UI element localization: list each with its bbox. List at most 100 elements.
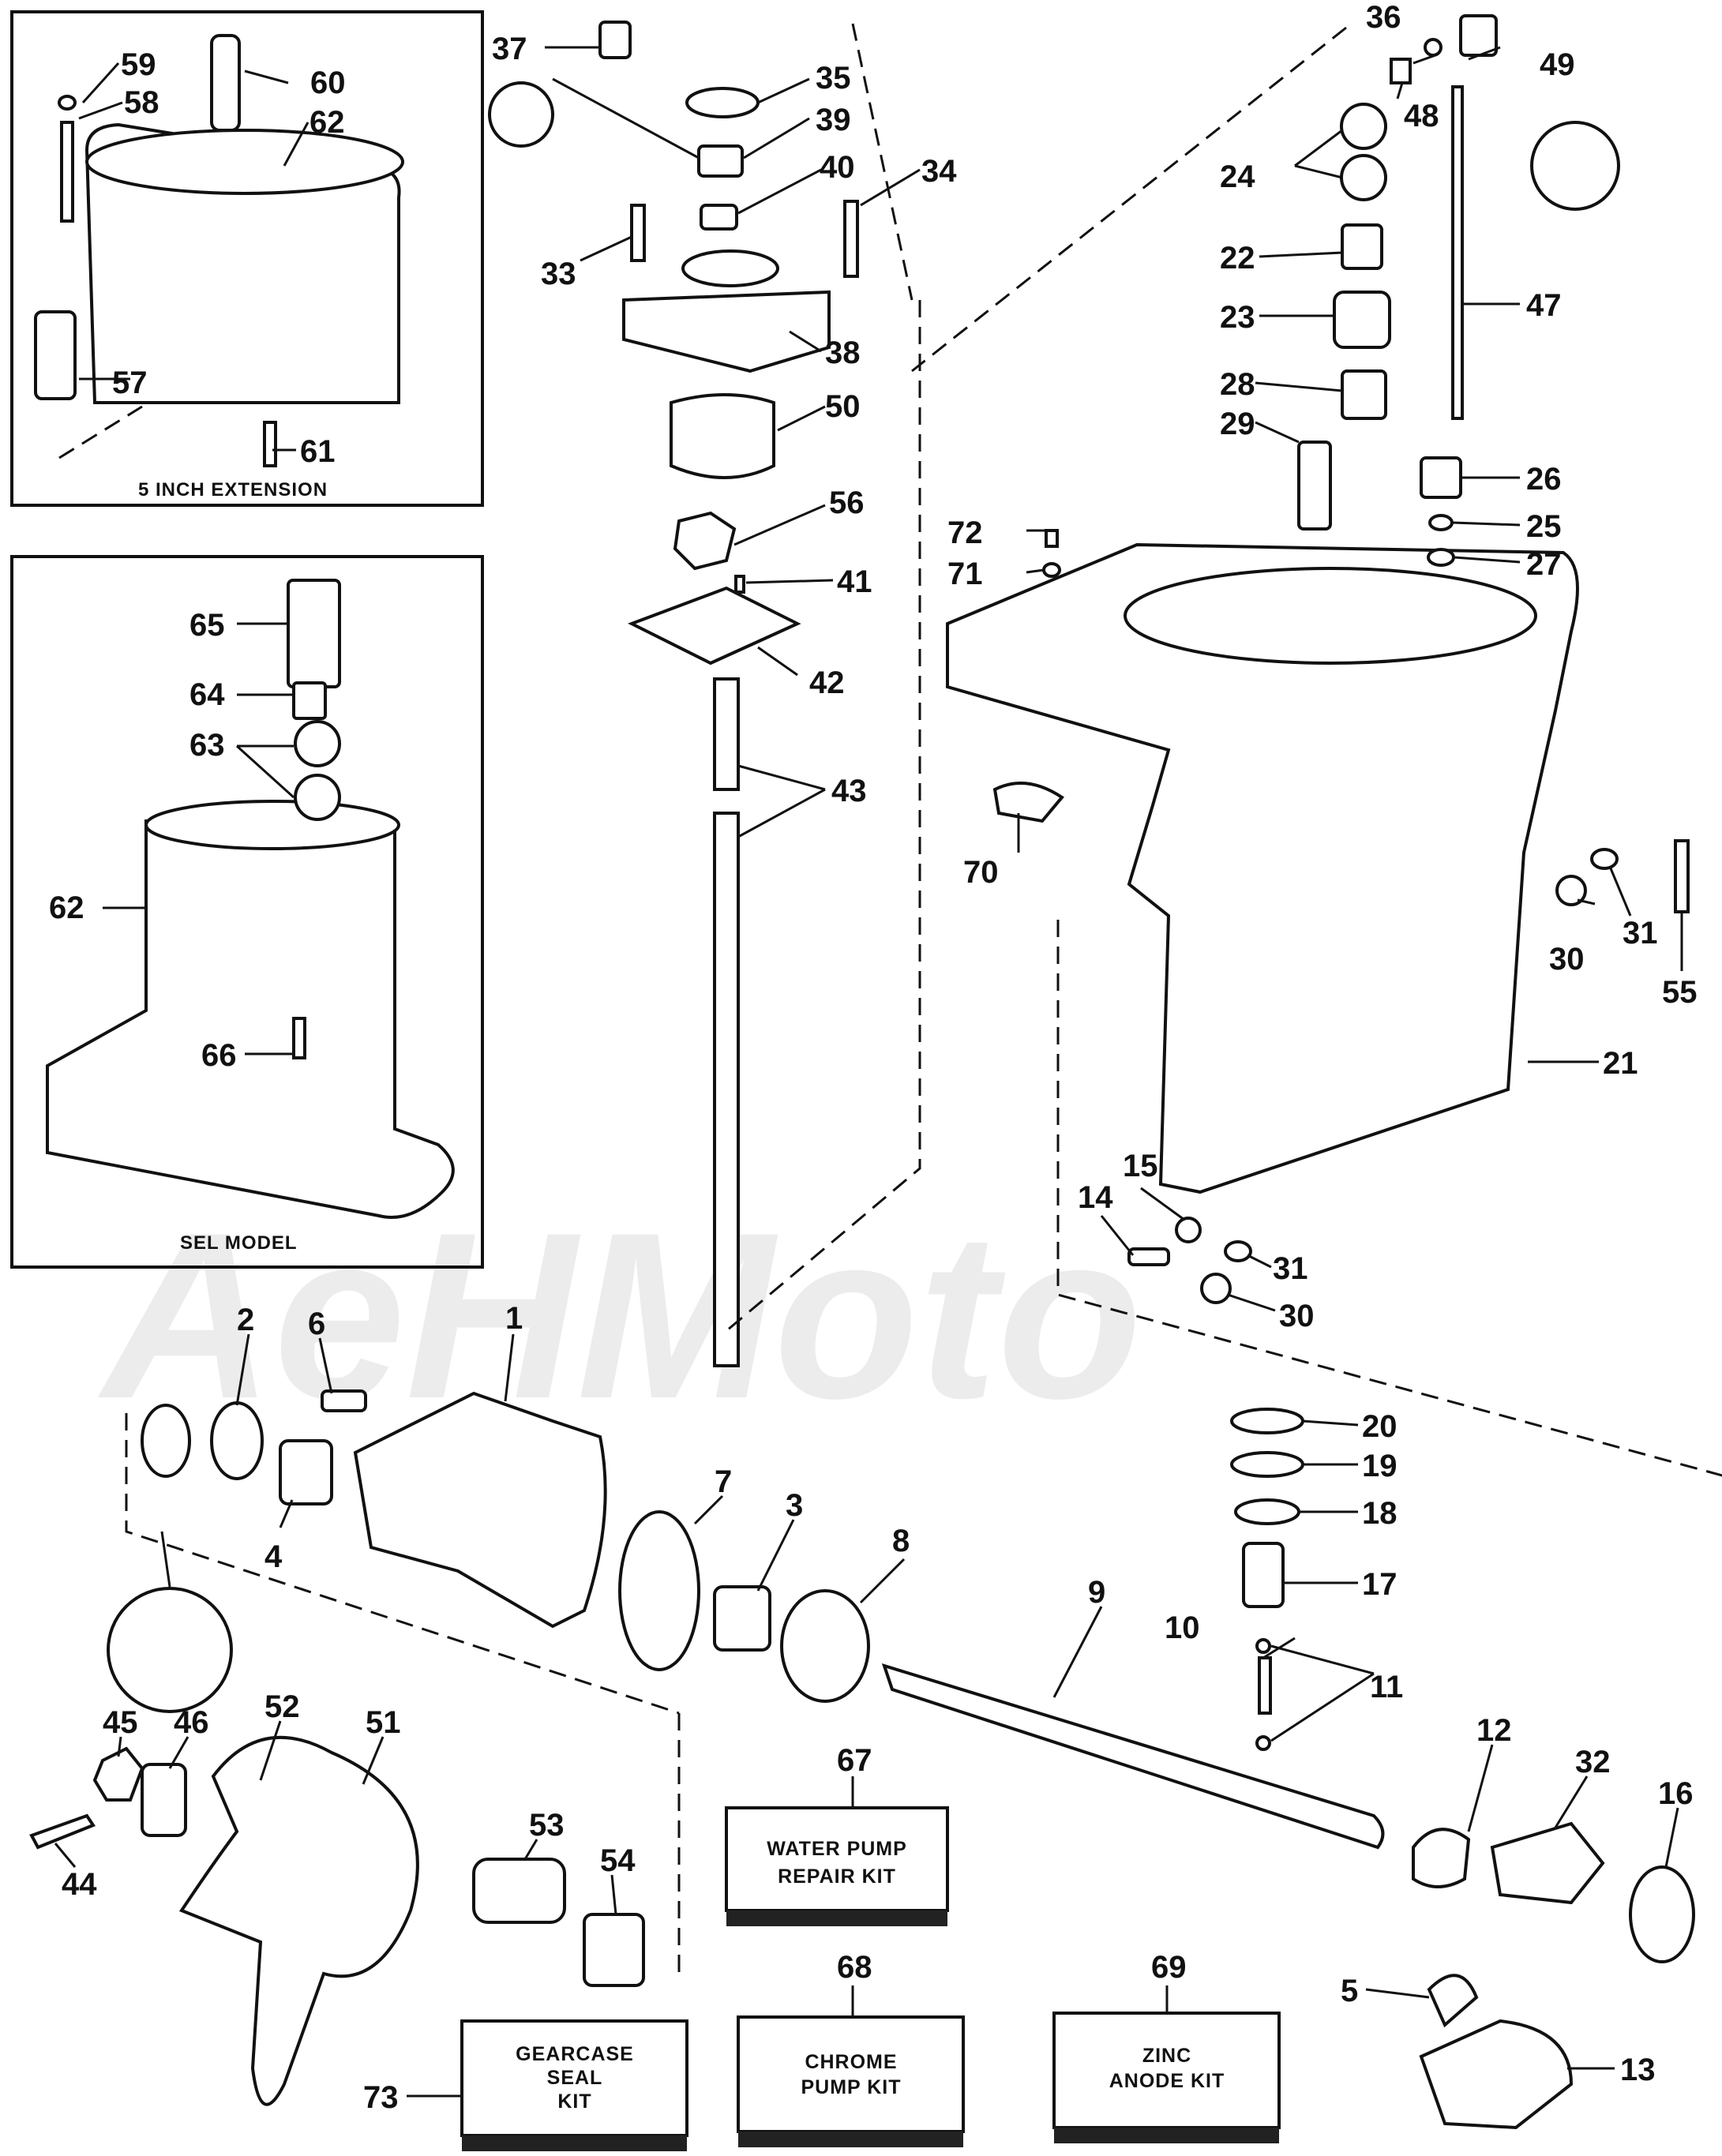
part-5 <box>1427 1974 1479 2028</box>
label-27: 27 <box>1526 547 1562 582</box>
extension-shaft <box>210 34 241 132</box>
inset-sel-title: SEL MODEL <box>180 1232 298 1254</box>
sel-housing-top <box>144 800 400 850</box>
kit-67-line-2: REPAIR KIT <box>778 1865 896 1888</box>
part-70 <box>992 782 1064 823</box>
part-53 <box>472 1858 566 1924</box>
label-8: 8 <box>892 1524 910 1558</box>
inset-frame <box>10 10 484 507</box>
part-48 <box>1390 58 1412 84</box>
label-5: 5 <box>1341 1974 1358 2008</box>
part-26 <box>1420 456 1462 499</box>
label-69: 69 <box>1151 1950 1187 1985</box>
part-50 <box>670 393 775 479</box>
part-21-top <box>1124 567 1537 665</box>
label-51: 51 <box>366 1705 401 1740</box>
extension-grommet <box>34 310 77 400</box>
kit-73-line-2: SEAL <box>547 2067 603 2089</box>
part-8 <box>780 1589 870 1703</box>
label-34: 34 <box>921 154 957 189</box>
label-30-upper: 30 <box>1549 942 1585 977</box>
part-31b <box>1224 1240 1252 1262</box>
label-2: 2 <box>237 1303 254 1337</box>
kit-68-line-1: CHROME <box>805 2051 897 2073</box>
label-38: 38 <box>825 336 861 370</box>
label-16: 16 <box>1658 1776 1694 1811</box>
label-42: 42 <box>809 666 845 700</box>
kit-box-69 <box>1052 2012 1281 2129</box>
sel-bushing <box>292 681 327 720</box>
part-19 <box>1230 1451 1304 1478</box>
part-labels: 59 58 60 62 57 61 65 64 63 62 66 37 35 3… <box>49 0 1698 2115</box>
label-46: 46 <box>174 1705 209 1740</box>
part-40 <box>700 204 738 231</box>
label-53: 53 <box>529 1808 565 1843</box>
part-4 <box>279 1439 333 1505</box>
label-30-lower: 30 <box>1279 1299 1315 1333</box>
part-17 <box>1242 1542 1285 1608</box>
part-2b <box>210 1401 264 1480</box>
part-31a <box>1590 848 1619 870</box>
water-pump-assembly <box>488 21 921 1367</box>
part-11a <box>1255 1638 1271 1654</box>
kit-box-73 <box>460 2019 688 2137</box>
extension-o-ring <box>58 95 77 111</box>
label-14: 14 <box>1078 1180 1113 1215</box>
part-54 <box>583 1913 645 1987</box>
part-callout-circle <box>488 81 554 148</box>
part-56 <box>673 511 737 571</box>
part-47 <box>1451 85 1464 420</box>
part-55 <box>1674 839 1690 913</box>
label-47: 47 <box>1526 288 1562 323</box>
label-66: 66 <box>201 1038 237 1073</box>
part-24-b <box>1340 154 1387 201</box>
label-23: 23 <box>1220 300 1255 335</box>
inset-sel-model: SEL MODEL <box>10 555 484 1269</box>
label-50: 50 <box>825 389 861 424</box>
leader-lines <box>54 46 1683 2098</box>
kit-68-line-2: PUMP KIT <box>801 2076 902 2098</box>
label-60: 60 <box>310 66 346 100</box>
label-61: 61 <box>300 434 336 469</box>
part-49 <box>1459 14 1498 57</box>
label-57: 57 <box>112 366 148 400</box>
label-64: 64 <box>189 677 225 712</box>
label-12: 12 <box>1476 1713 1512 1748</box>
sel-screw <box>292 1017 306 1059</box>
label-70: 70 <box>963 855 999 890</box>
extension-housing-top <box>85 129 404 195</box>
label-4: 4 <box>264 1539 283 1574</box>
kit-69-line-2: ANODE KIT <box>1109 2070 1225 2092</box>
label-3: 3 <box>786 1488 803 1523</box>
part-14 <box>1127 1247 1170 1266</box>
label-11: 11 <box>1370 1670 1403 1704</box>
part-42 <box>628 586 801 666</box>
part-10 <box>1258 1656 1272 1715</box>
label-52: 52 <box>264 1689 300 1724</box>
part-46 <box>141 1763 187 1837</box>
kit-box-68-base <box>738 2132 963 2147</box>
part-3 <box>713 1585 771 1652</box>
kit-73-line-1: GEARCASE <box>516 2043 634 2065</box>
seal-callout-circle <box>1530 121 1620 211</box>
part-36 <box>1424 38 1443 57</box>
label-1: 1 <box>505 1301 523 1336</box>
sel-tube <box>287 579 341 688</box>
sel-seal-a <box>294 720 341 767</box>
part-39 <box>697 144 744 178</box>
part-25 <box>1428 514 1454 531</box>
part-33 <box>630 204 646 262</box>
kit-69-line-1: ZINC <box>1142 2045 1191 2067</box>
label-62-top: 62 <box>310 105 345 140</box>
label-62-sel: 62 <box>49 891 84 925</box>
label-28: 28 <box>1220 367 1255 402</box>
label-40: 40 <box>820 150 855 185</box>
part-43-lower <box>713 812 740 1367</box>
label-32: 32 <box>1575 1745 1611 1779</box>
kit-box-67-base <box>726 1910 947 1926</box>
part-41 <box>734 575 745 594</box>
sel-seal-b <box>294 774 341 821</box>
part-6 <box>321 1389 367 1412</box>
part-12 <box>1412 1828 1471 1888</box>
